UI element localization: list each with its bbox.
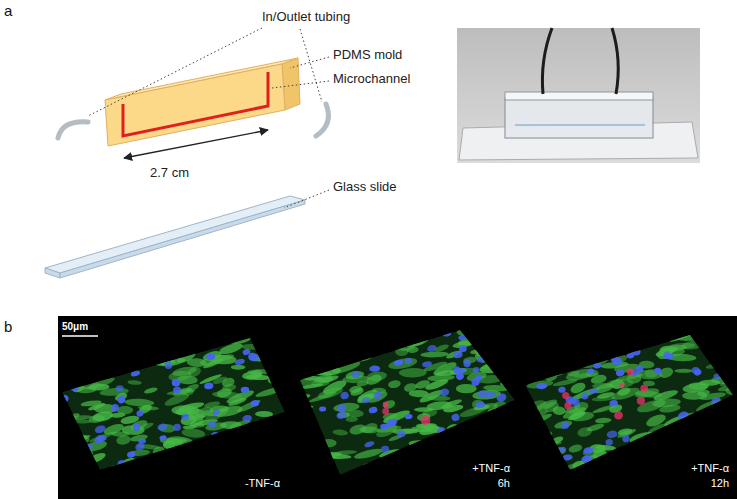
part-label: Microchannel bbox=[333, 72, 410, 87]
scale-label: 50μm bbox=[62, 321, 88, 333]
part-label: Glass slide bbox=[333, 180, 397, 195]
micrograph bbox=[515, 327, 737, 478]
microchannel bbox=[123, 72, 268, 136]
micrograph bbox=[55, 333, 297, 474]
micrograph bbox=[289, 328, 529, 479]
panel-letter: b bbox=[4, 318, 12, 335]
micrograph-panel: -TNF-α bbox=[58, 316, 288, 499]
pdms-mold bbox=[105, 58, 300, 146]
part-label: PDMS mold bbox=[333, 48, 402, 63]
device-photo bbox=[457, 28, 700, 163]
micrographs bbox=[55, 327, 737, 479]
condition-label: +TNF-α 6h bbox=[462, 461, 510, 491]
scale-bar bbox=[62, 335, 98, 337]
dimension-label: 2.7 cm bbox=[150, 166, 189, 181]
tubing bbox=[58, 122, 88, 138]
condition-label: +TNF-α 12h bbox=[681, 461, 729, 491]
micrograph-ground bbox=[58, 316, 737, 499]
micrograph-panel: +TNF-α 6h bbox=[288, 316, 518, 499]
leader-lines bbox=[88, 28, 329, 208]
part-label: In/Outlet tubing bbox=[262, 10, 350, 25]
condition-label: -TNF-α bbox=[245, 476, 280, 491]
tubing bbox=[316, 104, 328, 136]
panel-letter: a bbox=[4, 2, 12, 19]
dimension-arrow bbox=[124, 130, 268, 158]
micrograph-panel: +TNF-α 12h bbox=[518, 316, 737, 499]
glass-slide bbox=[45, 196, 305, 278]
